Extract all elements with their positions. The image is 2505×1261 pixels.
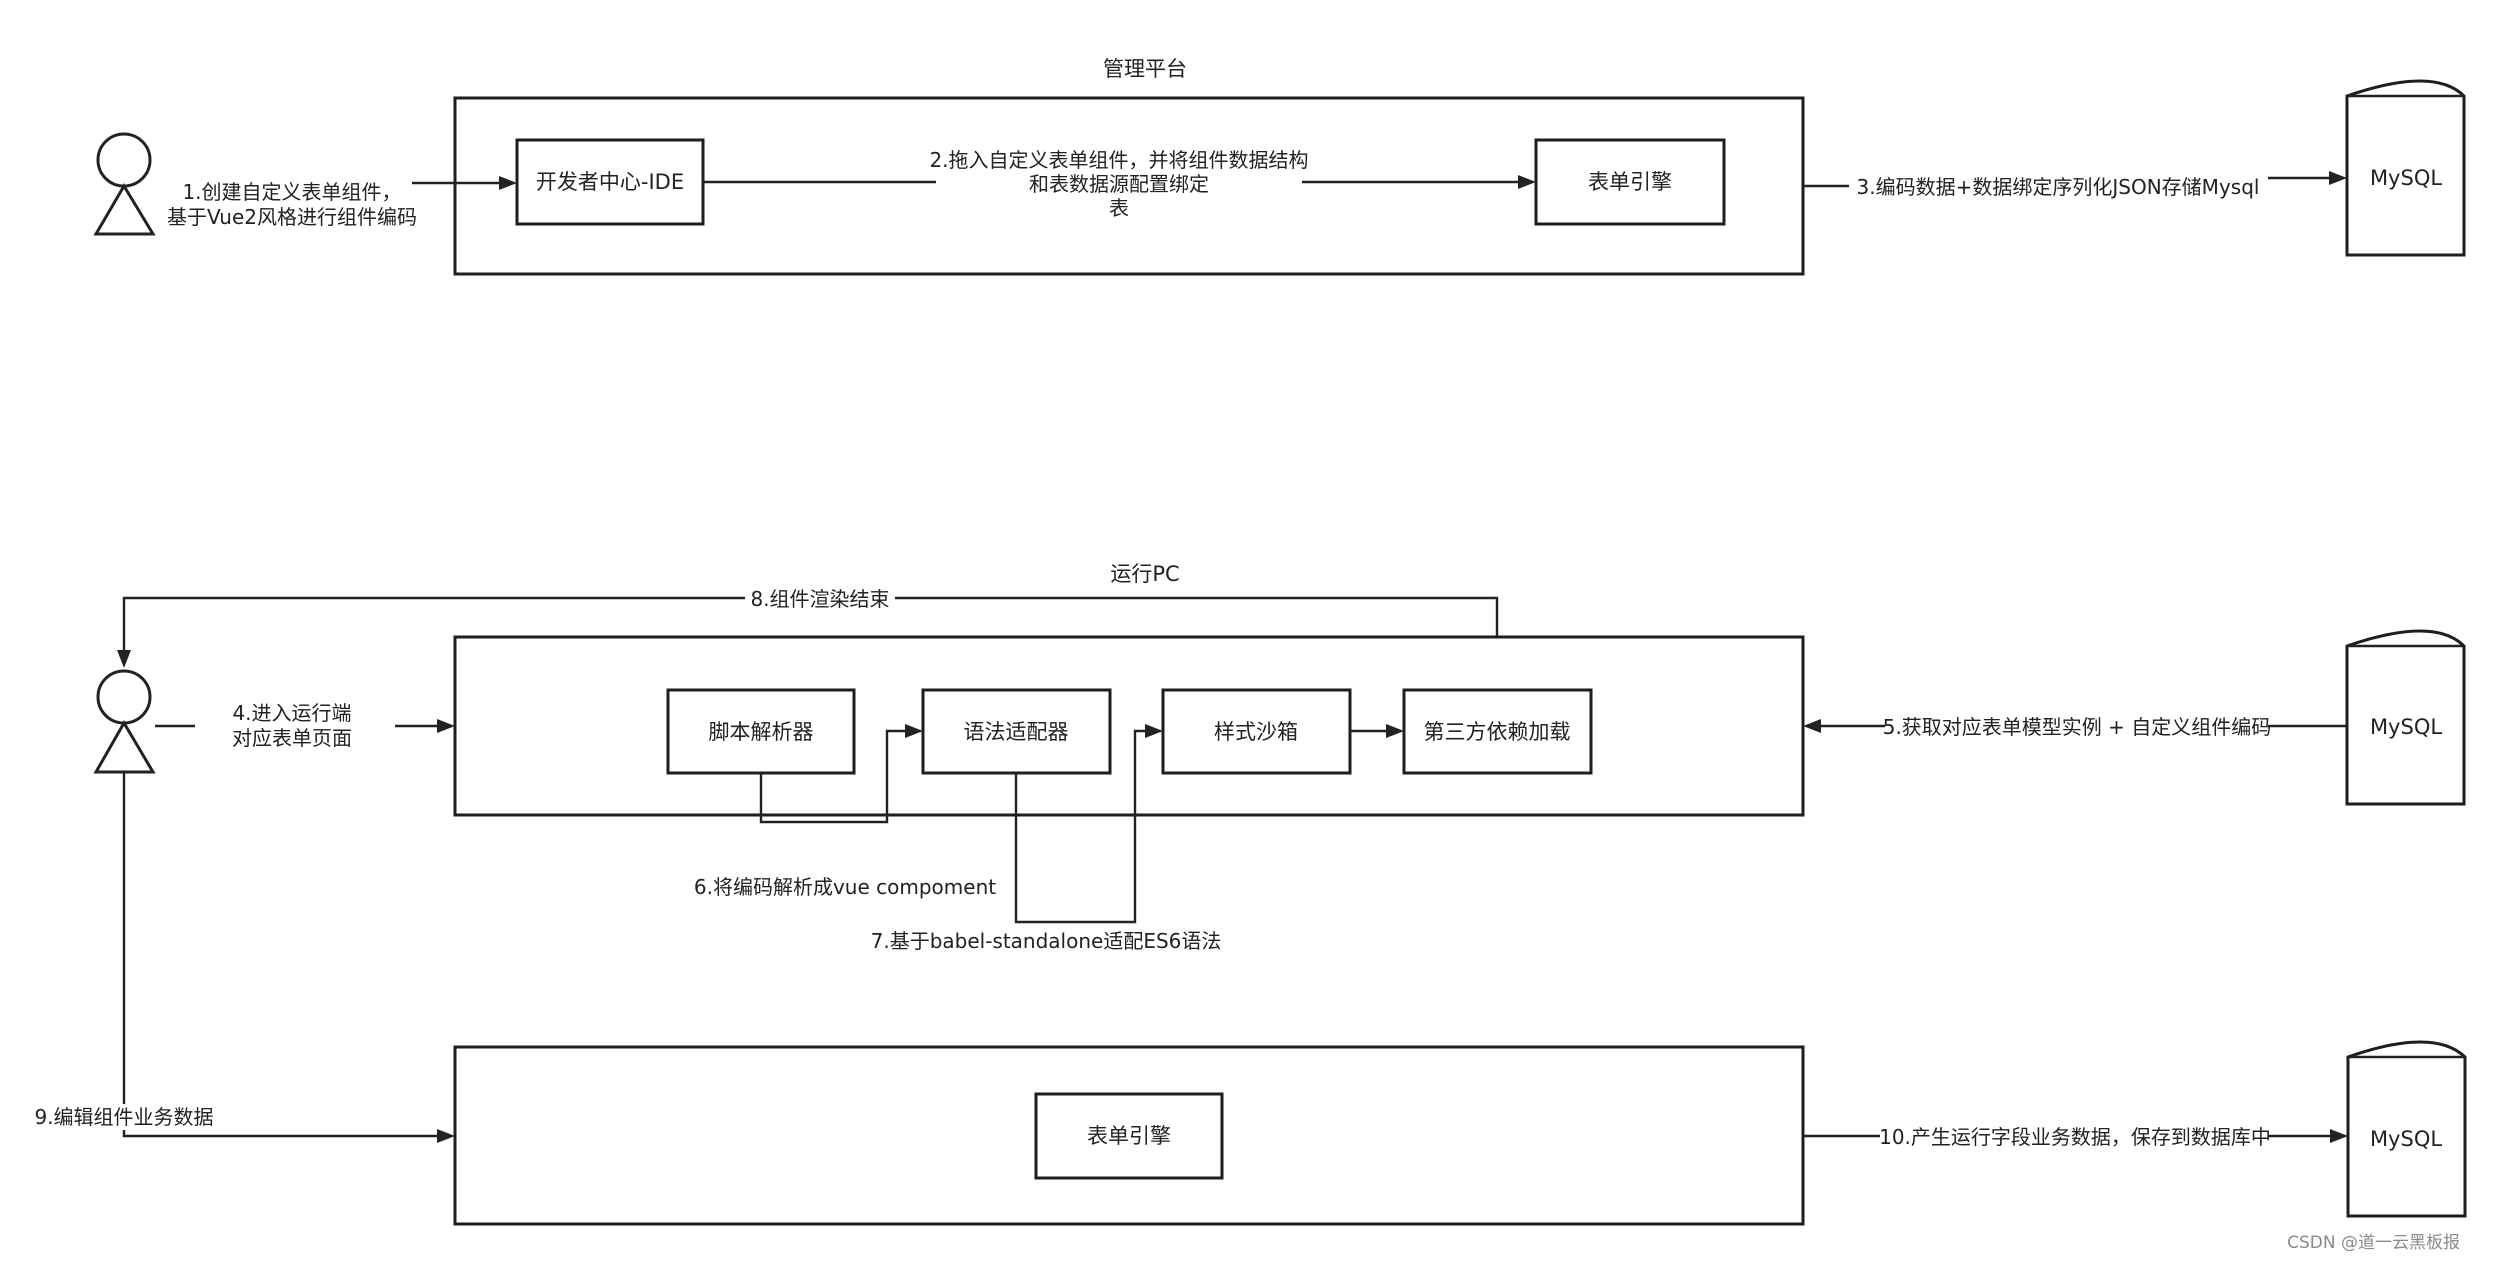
database-mysql-bottom-label: MySQL — [2370, 1127, 2442, 1151]
edge-drag-component: 2.拖入自定义表单组件，并将组件数据结构 和表数据源配置绑定 表 — [703, 148, 1536, 220]
database-mysql-top: MySQL — [2345, 79, 2466, 257]
box-syntax-adapter[interactable]: 语法适配器 — [921, 688, 1112, 775]
database-mysql-bottom: MySQL — [2346, 1040, 2467, 1218]
run-pc-frame — [453, 635, 1805, 817]
edge-edit-business-data: 9.编辑组件业务数据 — [34, 772, 455, 1143]
edge-edit-business-data-label: 9.编辑组件业务数据 — [34, 1105, 213, 1129]
box-form-engine-top-label: 表单引擎 — [1588, 170, 1672, 194]
edge-save-runtime-data-label: 10.产生运行字段业务数据，保存到数据库中 — [1879, 1125, 2271, 1149]
edge-fetch-form-model: 5.获取对应表单模型实例 + 自定义组件编码 — [1803, 715, 2347, 739]
box-dev-ide-label: 开发者中心-IDE — [536, 170, 684, 194]
edge-store-mysql-label: 3.编码数据+数据绑定序列化JSON存储Mysql — [1857, 175, 2260, 199]
run-pc-title: 运行PC — [1110, 562, 1179, 586]
box-style-sandbox-label: 样式沙箱 — [1214, 720, 1298, 744]
box-script-parser-label: 脚本解析器 — [709, 720, 814, 744]
database-mysql-middle: MySQL — [2345, 629, 2466, 806]
box-syntax-adapter-label: 语法适配器 — [964, 720, 1069, 744]
edge-babel-es6-label: 7.基于babel-standalone适配ES6语法 — [871, 929, 1222, 953]
database-mysql-middle-label: MySQL — [2370, 715, 2442, 739]
box-third-party-label: 第三方依赖加载 — [1424, 720, 1571, 744]
edge-enter-runtime-label-line2: 对应表单页面 — [232, 726, 352, 750]
edge-enter-runtime: 4.进入运行端 对应表单页面 — [155, 701, 455, 750]
edge-drag-component-label-line2: 和表数据源配置绑定 — [1029, 172, 1209, 196]
edge-store-mysql: 3.编码数据+数据绑定序列化JSON存储Mysql — [1803, 171, 2347, 199]
edge-parse-vue: 6.将编码解析成vue compoment — [694, 724, 996, 899]
manage-platform-title: 管理平台 — [1103, 57, 1187, 81]
edge-parse-vue-label: 6.将编码解析成vue compoment — [694, 875, 996, 899]
box-third-party[interactable]: 第三方依赖加载 — [1402, 688, 1593, 775]
edge-create-component: 1.创建自定义表单组件， 基于Vue2风格进行组件编码 — [167, 176, 517, 229]
box-form-engine-bottom[interactable]: 表单引擎 — [1034, 1092, 1224, 1180]
watermark: CSDN @道一云黑板报 — [2287, 1233, 2460, 1253]
edge-drag-component-label-line3: 表 — [1109, 196, 1129, 220]
edge-render-finished-label: 8.组件渲染结束 — [750, 587, 889, 611]
box-script-parser[interactable]: 脚本解析器 — [666, 688, 856, 775]
edge-create-component-label-line2: 基于Vue2风格进行组件编码 — [167, 205, 417, 229]
edge-save-runtime-data: 10.产生运行字段业务数据，保存到数据库中 — [1803, 1125, 2348, 1149]
box-style-sandbox[interactable]: 样式沙箱 — [1161, 688, 1352, 775]
edge-create-component-label-line1: 1.创建自定义表单组件， — [182, 180, 401, 204]
box-dev-ide[interactable]: 开发者中心-IDE — [515, 138, 705, 226]
database-mysql-top-label: MySQL — [2370, 166, 2442, 190]
edge-drag-component-label-line1: 2.拖入自定义表单组件，并将组件数据结构 — [929, 148, 1308, 172]
edge-sandbox-to-thirdparty — [1350, 724, 1404, 738]
box-form-engine-bottom-label: 表单引擎 — [1087, 1124, 1171, 1148]
edge-babel-es6: 7.基于babel-standalone适配ES6语法 — [871, 724, 1222, 953]
actor-user — [93, 669, 156, 774]
actor-developer — [93, 132, 156, 236]
edge-fetch-form-model-label: 5.获取对应表单模型实例 + 自定义组件编码 — [1883, 715, 2272, 739]
box-form-engine-top[interactable]: 表单引擎 — [1534, 138, 1726, 226]
edge-enter-runtime-label-line1: 4.进入运行端 — [232, 701, 351, 725]
